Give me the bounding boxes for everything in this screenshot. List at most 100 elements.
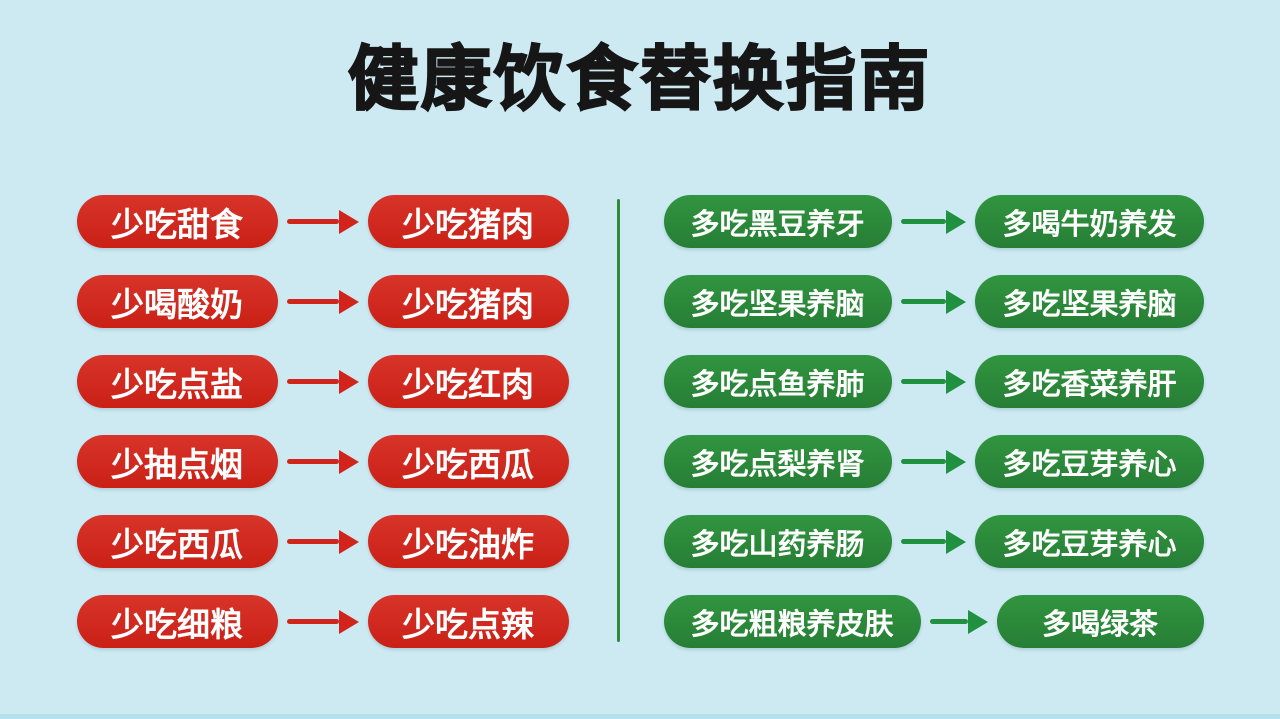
source-pill-label: 多吃山药养肠	[690, 526, 865, 561]
source-pill-label: 多吃粗粮养皮肤	[690, 606, 894, 641]
arrow-shaft	[286, 379, 339, 384]
arrow-head	[946, 529, 967, 554]
replacement-row: 多吃点梨养肾 多吃豆芽养心	[663, 435, 1204, 488]
target-pill: 多吃豆芽养心	[975, 435, 1204, 488]
arrow-head	[946, 449, 967, 474]
target-pill-label: 多吃豆芽养心	[1002, 446, 1177, 481]
source-pill-label: 少吃甜食	[111, 204, 243, 244]
target-pill-label: 多喝牛奶养发	[1002, 206, 1177, 241]
arrow-right-icon	[286, 369, 359, 394]
column-eat-more: 多吃黑豆养牙 多喝牛奶养发 多吃坚果养脑 多吃坚果养脑 多吃点鱼养肺	[663, 195, 1204, 648]
source-pill: 少喝酸奶	[76, 275, 278, 328]
arrow-head	[946, 209, 967, 234]
source-pill: 多吃粗粮养皮肤	[663, 595, 921, 648]
target-pill: 少吃红肉	[367, 355, 569, 408]
target-pill-label: 少吃油炸	[402, 524, 534, 564]
arrow-shaft	[286, 459, 339, 464]
target-pill: 多吃香菜养肝	[975, 355, 1204, 408]
source-pill: 多吃点鱼养肺	[663, 355, 892, 408]
target-pill: 少吃点辣	[367, 595, 569, 648]
arrow-right-icon	[286, 289, 359, 314]
replacement-row: 多吃黑豆养牙 多喝牛奶养发	[663, 195, 1204, 248]
arrow-shaft	[900, 299, 947, 304]
arrow-right-icon	[900, 209, 967, 234]
target-pill-label: 少吃点辣	[402, 604, 534, 644]
arrow-right-icon	[286, 609, 359, 634]
arrow-head	[946, 369, 967, 394]
arrow-shaft	[286, 539, 339, 544]
arrow-head	[338, 609, 359, 634]
source-pill-label: 少喝酸奶	[111, 284, 243, 324]
target-pill-label: 多吃坚果养脑	[1002, 286, 1177, 321]
source-pill-label: 多吃黑豆养牙	[690, 206, 865, 241]
target-pill: 少吃猪肉	[367, 275, 569, 328]
target-pill-label: 少吃西瓜	[402, 444, 534, 484]
arrow-shaft	[900, 219, 947, 224]
arrow-head	[338, 449, 359, 474]
replacement-row: 多吃山药养肠 多吃豆芽养心	[663, 515, 1204, 568]
source-pill-label: 多吃点鱼养肺	[690, 366, 865, 401]
replacement-row: 少喝酸奶 少吃猪肉	[76, 275, 569, 328]
arrow-right-icon	[286, 449, 359, 474]
arrow-right-icon	[900, 369, 967, 394]
source-pill-label: 多吃点梨养肾	[690, 446, 865, 481]
replacement-row: 多吃粗粮养皮肤 多喝绿茶	[663, 595, 1204, 648]
source-pill: 少吃甜食	[76, 195, 278, 248]
target-pill-label: 少吃红肉	[402, 364, 534, 404]
arrow-shaft	[929, 619, 968, 624]
target-pill: 多吃坚果养脑	[975, 275, 1204, 328]
source-pill: 少吃细粮	[76, 595, 278, 648]
arrow-shaft	[286, 299, 339, 304]
source-pill-label: 少抽点烟	[111, 444, 243, 484]
target-pill-label: 少吃猪肉	[402, 204, 534, 244]
target-pill: 多喝牛奶养发	[975, 195, 1204, 248]
arrow-head	[338, 209, 359, 234]
target-pill: 多吃豆芽养心	[975, 515, 1204, 568]
target-pill: 少吃西瓜	[367, 435, 569, 488]
replacement-row: 少抽点烟 少吃西瓜	[76, 435, 569, 488]
source-pill-label: 少吃细粮	[111, 604, 243, 644]
arrow-right-icon	[900, 289, 967, 314]
content-area: 少吃甜食 少吃猪肉 少喝酸奶 少吃猪肉 少吃点盐 少吃红肉	[0, 195, 1280, 648]
arrow-head	[967, 609, 988, 634]
arrow-right-icon	[900, 449, 967, 474]
column-eat-less: 少吃甜食 少吃猪肉 少喝酸奶 少吃猪肉 少吃点盐 少吃红肉	[76, 195, 569, 648]
arrow-right-icon	[286, 209, 359, 234]
arrow-head	[338, 529, 359, 554]
replacement-row: 少吃西瓜 少吃油炸	[76, 515, 569, 568]
source-pill: 多吃黑豆养牙	[663, 195, 892, 248]
source-pill: 多吃山药养肠	[663, 515, 892, 568]
arrow-head	[338, 289, 359, 314]
page-title: 健康饮食替换指南	[347, 37, 932, 121]
source-pill: 少抽点烟	[76, 435, 278, 488]
source-pill: 少吃点盐	[76, 355, 278, 408]
arrow-head	[946, 289, 967, 314]
arrow-shaft	[286, 619, 339, 624]
target-pill-label: 多吃香菜养肝	[1002, 366, 1177, 401]
arrow-right-icon	[900, 529, 967, 554]
vertical-divider	[616, 199, 620, 642]
source-pill-label: 少吃点盐	[111, 364, 243, 404]
source-pill: 多吃坚果养脑	[663, 275, 892, 328]
arrow-shaft	[900, 539, 947, 544]
target-pill-label: 多喝绿茶	[1041, 606, 1158, 641]
replacement-row: 多吃坚果养脑 多吃坚果养脑	[663, 275, 1204, 328]
replacement-row: 多吃点鱼养肺 多吃香菜养肝	[663, 355, 1204, 408]
arrow-shaft	[900, 379, 947, 384]
arrow-right-icon	[286, 529, 359, 554]
target-pill: 少吃油炸	[367, 515, 569, 568]
replacement-row: 少吃甜食 少吃猪肉	[76, 195, 569, 248]
replacement-row: 少吃细粮 少吃点辣	[76, 595, 569, 648]
source-pill-label: 少吃西瓜	[111, 524, 243, 564]
arrow-shaft	[286, 219, 339, 224]
arrow-head	[338, 369, 359, 394]
target-pill-label: 少吃猪肉	[402, 284, 534, 324]
replacement-row: 少吃点盐 少吃红肉	[76, 355, 569, 408]
source-pill: 少吃西瓜	[76, 515, 278, 568]
arrow-shaft	[900, 459, 947, 464]
source-pill-label: 多吃坚果养脑	[690, 286, 865, 321]
source-pill: 多吃点梨养肾	[663, 435, 892, 488]
target-pill-label: 多吃豆芽养心	[1002, 526, 1177, 561]
arrow-right-icon	[929, 609, 988, 634]
